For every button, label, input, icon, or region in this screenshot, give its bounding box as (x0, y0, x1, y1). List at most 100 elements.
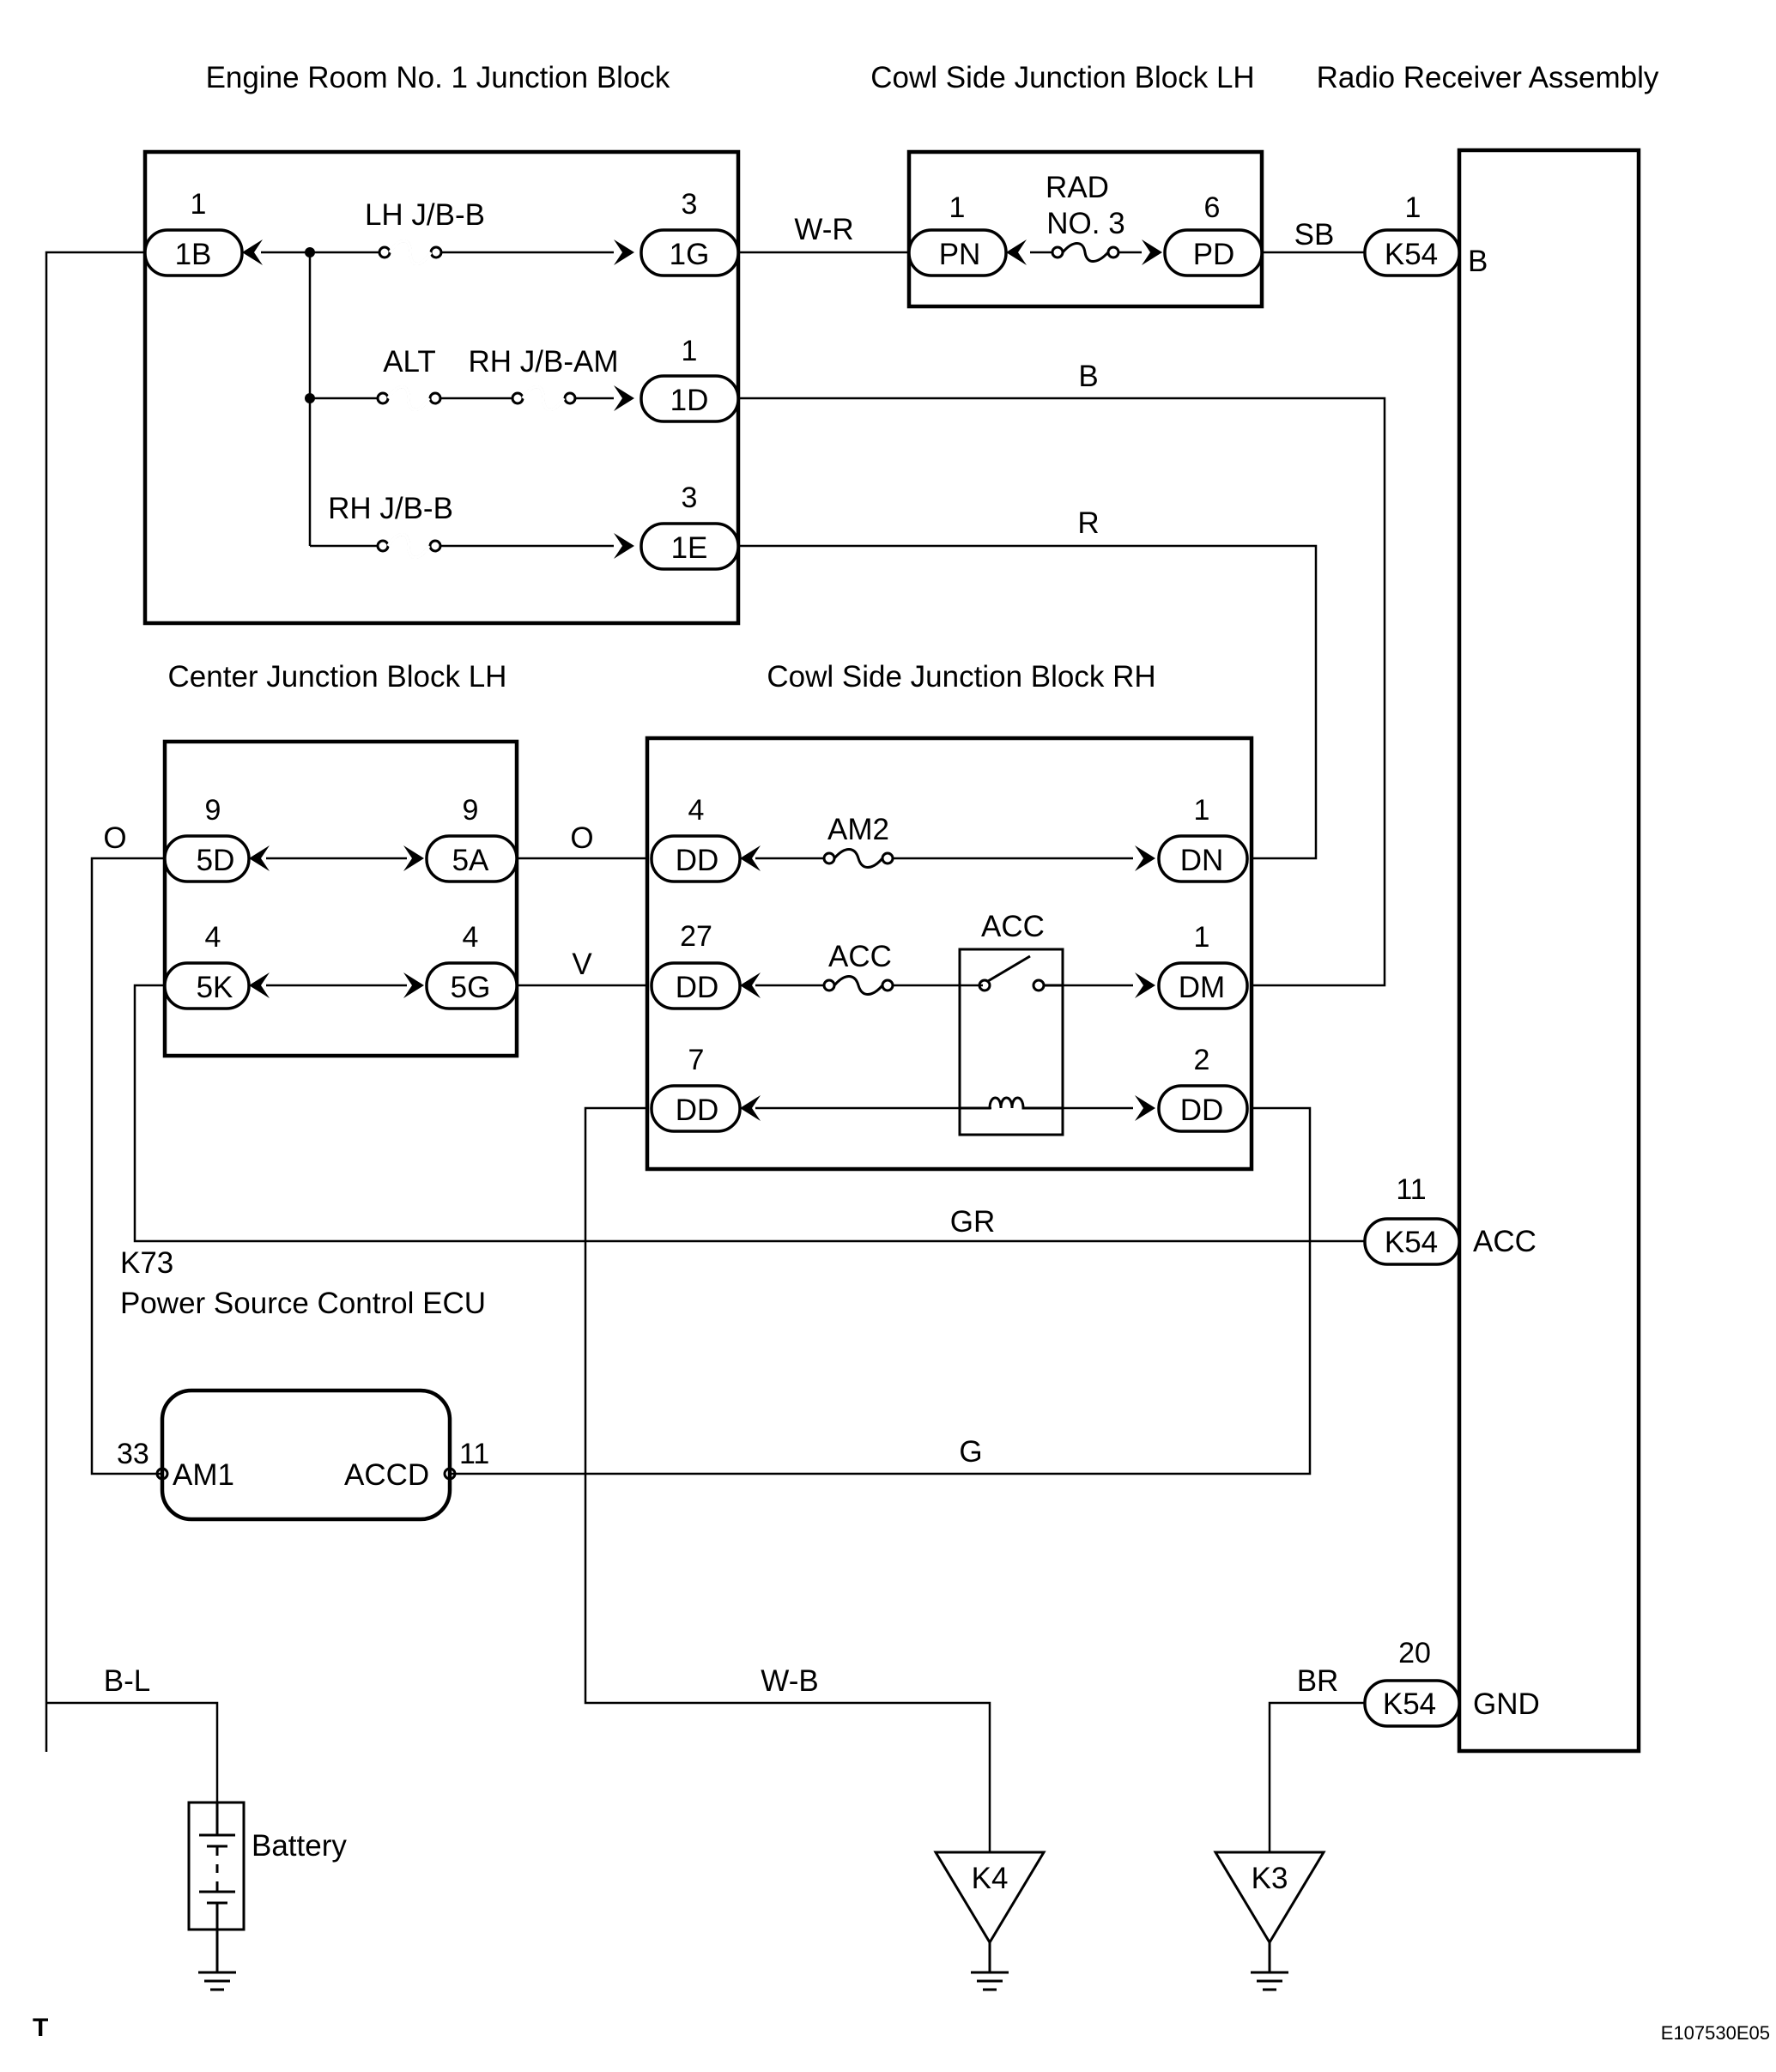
engine-room-jb-frame (142, 149, 741, 626)
ecu-terminal-accd (443, 1467, 457, 1481)
center-lh-jb-frame (162, 739, 519, 1058)
fuse-rad-label-2: NO. 3 (1046, 207, 1124, 240)
svg-text:K4: K4 (972, 1862, 1009, 1895)
svg-text:5K: 5K (197, 971, 233, 1004)
ecu-am1-pin: 33 (117, 1438, 149, 1470)
cowl-lh-jb-title: Cowl Side Junction Block LH (870, 61, 1254, 94)
splice-dot (305, 393, 315, 403)
svg-text:11: 11 (1396, 1173, 1426, 1206)
fuse-rad-label-1: RAD (1046, 171, 1109, 204)
ground-icon (198, 1930, 236, 1991)
fuse-acc (822, 975, 894, 996)
connector-pd: 6 PD (1142, 191, 1264, 277)
fuse-rad-no3 (1051, 242, 1120, 263)
engine-room-jb-title: Engine Room No. 1 Junction Block (206, 61, 670, 94)
svg-text:1: 1 (191, 188, 207, 221)
svg-text:DM: DM (1179, 971, 1225, 1004)
battery-label: Battery (252, 1829, 347, 1863)
radio-title: Radio Receiver Assembly (1317, 61, 1659, 94)
connector-k54-b: 1 K54 B (1363, 191, 1488, 278)
svg-text:1: 1 (949, 191, 966, 224)
connector-k54-acc: 11 K54 ACC (1363, 1173, 1537, 1266)
connector-1e: 3 1E (614, 482, 740, 571)
svg-text:7: 7 (688, 1044, 705, 1076)
svg-text:4: 4 (463, 921, 479, 954)
relay-switch-icon (987, 954, 1031, 983)
connector-5d: 9 5D (163, 794, 270, 883)
wire-label: BR (1297, 1664, 1339, 1698)
svg-text:5D: 5D (197, 844, 235, 877)
svg-text:5A: 5A (452, 844, 489, 877)
ground-icon (971, 1942, 1009, 1991)
svg-text:K54: K54 (1385, 1226, 1438, 1259)
svg-text:1: 1 (1405, 191, 1421, 224)
ecu-accd-pin: 11 (459, 1438, 489, 1470)
wires (45, 251, 1386, 1852)
svg-text:K54: K54 (1385, 238, 1438, 271)
connector-pn: 1 PN (907, 191, 1027, 277)
figure-code: E107530E05 (1661, 2022, 1770, 2044)
svg-text:GND: GND (1473, 1687, 1540, 1721)
wire-label: SB (1294, 218, 1335, 251)
svg-text:27: 27 (680, 920, 712, 953)
ground-point-k3: K3 (1213, 1851, 1326, 1945)
svg-text:1: 1 (1194, 921, 1210, 954)
wire-label: W-B (761, 1664, 818, 1698)
svg-text:K54: K54 (1383, 1687, 1436, 1721)
connector-dd-4: 4 DD (650, 794, 761, 883)
center-lh-jb-title: Center Junction Block LH (168, 660, 507, 694)
ecu-terminal-am1 (155, 1467, 169, 1481)
connector-dm: 1 DM (1135, 921, 1249, 1010)
wire-label: B (1078, 360, 1098, 393)
relay-contact-icon (978, 978, 991, 992)
ecu-accd-label: ACCD (344, 1458, 429, 1492)
cowl-rh-jb-frame (645, 736, 1254, 1172)
connector-1d: 1 1D (614, 335, 740, 423)
fuse-lh-jb-b-label: LH J/B-B (365, 198, 485, 232)
fuse-acc-label: ACC (828, 940, 892, 973)
svg-text:9: 9 (205, 794, 221, 827)
ecu-code: K73 (120, 1246, 173, 1280)
wire-label: O (570, 821, 593, 855)
fuse-rh-jb-am (511, 385, 577, 412)
ecu-name: Power Source Control ECU (120, 1287, 486, 1320)
connector-5a: 9 5A (403, 794, 518, 883)
ecu-frame (160, 1388, 452, 1522)
svg-text:1: 1 (682, 335, 698, 367)
svg-text:5G: 5G (451, 971, 491, 1004)
svg-text:1E: 1E (671, 531, 708, 565)
ecu-am1-label: AM1 (173, 1458, 234, 1492)
svg-text:1D: 1D (670, 384, 709, 417)
fuse-alt-label: ALT (383, 345, 436, 379)
svg-text:9: 9 (463, 794, 479, 827)
wire-label: B-L (104, 1664, 150, 1698)
connector-dd-7: 7 DD (650, 1044, 761, 1133)
connector-1b: 1 1B (143, 188, 263, 277)
corner-mark: T (33, 2014, 48, 2042)
splice-dot (305, 247, 315, 257)
connector-5g: 4 5G (403, 921, 518, 1010)
svg-text:3: 3 (682, 482, 698, 514)
svg-text:DD: DD (676, 1094, 719, 1127)
relay-contact-icon (1032, 978, 1046, 992)
fuse-rh-jb-b-label: RH J/B-B (328, 492, 453, 525)
connector-5k: 4 5K (163, 921, 270, 1010)
radio-frame (1457, 148, 1641, 1754)
fuse-lh-jb-b (378, 239, 443, 266)
svg-text:DN: DN (1180, 844, 1224, 877)
svg-text:ACC: ACC (1473, 1225, 1537, 1258)
acc-relay (958, 948, 1064, 1136)
battery-icon (187, 1801, 245, 1931)
svg-text:PD: PD (1193, 238, 1235, 271)
fuse-am2-label: AM2 (827, 813, 889, 846)
fuse-alt (376, 385, 442, 412)
svg-text:DD: DD (1180, 1094, 1224, 1127)
svg-text:K3: K3 (1252, 1862, 1288, 1895)
svg-text:B: B (1468, 245, 1488, 278)
ground-point-k4: K4 (933, 1851, 1046, 1945)
svg-text:DD: DD (676, 844, 719, 877)
acc-relay-label: ACC (981, 910, 1045, 943)
connector-k54-gnd: 20 K54 GND (1363, 1637, 1540, 1728)
connector-dn: 1 DN (1135, 794, 1249, 883)
